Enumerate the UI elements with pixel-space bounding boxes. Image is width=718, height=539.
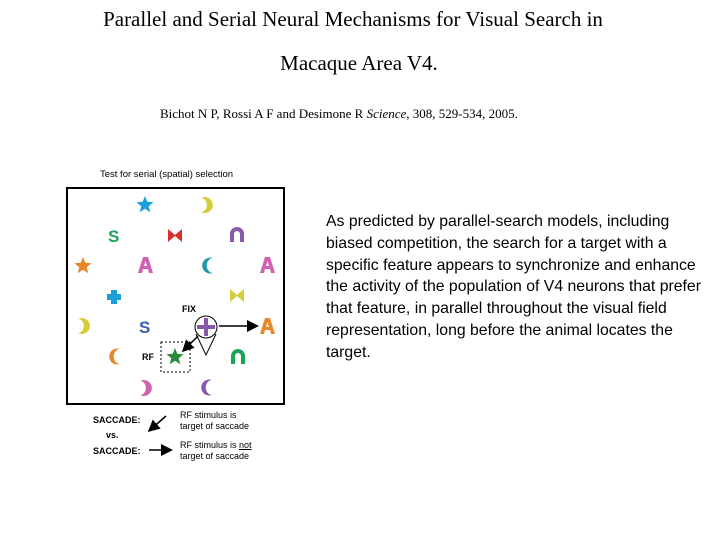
cross-icon (107, 290, 121, 304)
legend-rf-target-line-2: target of saccade (180, 421, 250, 431)
moon-icon (201, 379, 212, 396)
citation-authors: Bichot N P, Rossi A F and Desimone R (160, 106, 367, 121)
s-shape-icon: S (139, 318, 150, 337)
legend-vs-label: vs. (106, 430, 119, 440)
citation-journal: Science (366, 106, 407, 121)
legend-saccade-label-2: SACCADE: (93, 446, 141, 456)
legend-rf-not-target-line-2: target of saccade (180, 451, 250, 461)
moon-icon (109, 348, 120, 365)
arch-icon (231, 349, 245, 364)
bowtie-icon (168, 229, 182, 242)
legend-rf-not-target-line-1: RF stimulus is not (180, 440, 252, 451)
a-shape-icon (260, 318, 275, 334)
star-icon (136, 196, 154, 213)
figure-caption: Test for serial (spatial) selection (100, 169, 234, 180)
fix-label: FIX (182, 304, 196, 314)
s-shape-icon: S (108, 227, 119, 246)
star-icon (74, 257, 92, 274)
legend-rf-not-prefix: RF stimulus is (180, 440, 240, 450)
fixation-cross-icon (197, 318, 215, 336)
page-title-line-1: Parallel and Serial Neural Mechanisms fo… (103, 7, 603, 31)
legend-rf-not-emphasis: not (239, 440, 252, 450)
search-array-panel (66, 187, 285, 405)
summary-paragraph: As predicted by parallel-search models, … (326, 213, 701, 361)
citation: Bichot N P, Rossi A F and Desimone R Sci… (160, 106, 518, 122)
legend-saccade-label-1: SACCADE: (93, 415, 141, 425)
moon-icon (201, 197, 213, 213)
rf-zoom-callout (195, 333, 217, 357)
arch-icon (230, 227, 244, 242)
rf-label: RF (142, 352, 154, 362)
arrow-icon (181, 335, 199, 353)
a-shape-icon (138, 257, 153, 273)
moon-icon (202, 257, 213, 274)
rf-box (160, 341, 191, 373)
citation-details: , 308, 529-534, 2005. (406, 106, 518, 121)
arrow-icon (147, 415, 167, 432)
moon-icon (78, 317, 90, 334)
page-title-line-2: Macaque Area V4. (280, 51, 438, 75)
a-shape-icon (260, 257, 275, 273)
legend-rf-target-line-1: RF stimulus is (180, 410, 237, 420)
bowtie-icon (230, 289, 244, 302)
moon-icon (140, 380, 152, 396)
star-icon (166, 348, 184, 365)
